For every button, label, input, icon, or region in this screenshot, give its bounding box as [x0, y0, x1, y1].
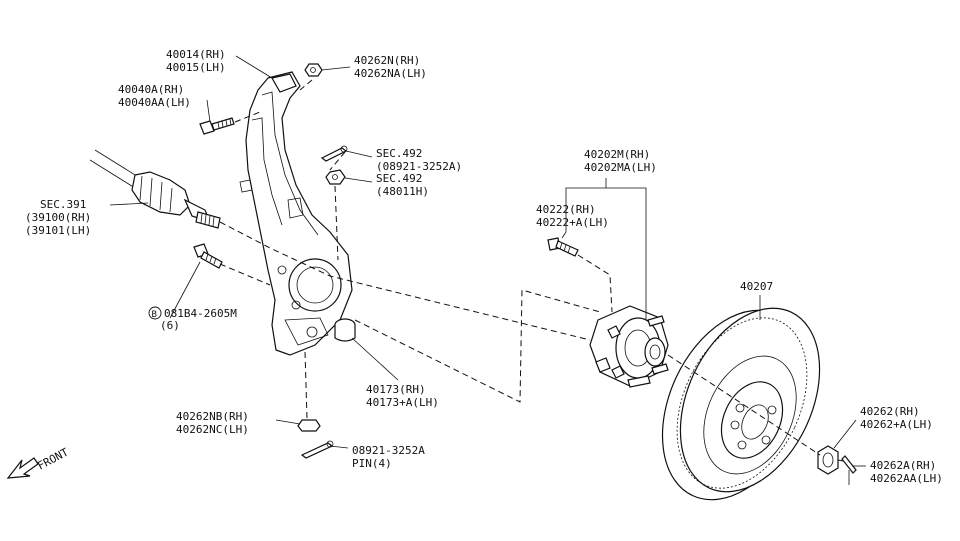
label-knuckle-rh: 40014(RH): [166, 48, 226, 61]
label-upper-bolt-rh: 40040A(RH): [118, 83, 184, 96]
label-axle-nut-b-rh: 40262A(RH): [870, 459, 936, 472]
axle-nut-cotter-pin: [841, 455, 857, 485]
label-hub-assy-lh: 40202MA(LH): [584, 161, 657, 174]
knuckle-bushing: [334, 318, 356, 342]
label-nut-sec492-part: (48011H): [376, 185, 429, 198]
label-lower-bolt: 081B4-2605M: [164, 307, 237, 320]
label-rotor: 40207: [740, 280, 773, 293]
label-cotter-sec492: SEC.492: [376, 147, 422, 160]
front-arrow-icon: [6, 457, 39, 479]
label-bushing-lh: 40173+A(LH): [366, 396, 439, 409]
upper-nut: [304, 63, 323, 77]
leader-lines: [109, 55, 866, 467]
label-axle-nut-rh: 40262(RH): [860, 405, 920, 418]
hub-bolt: [547, 237, 579, 257]
label-nut-sec492: SEC.492: [376, 172, 422, 185]
upper-pinch-bolt: [199, 117, 235, 135]
label-pin-part: 08921-3252A: [352, 444, 425, 457]
label-front: FRONT: [35, 445, 71, 472]
label-hub-bolt-rh: 40222(RH): [536, 203, 596, 216]
lower-bolt: [193, 243, 223, 269]
steering-knuckle: [239, 71, 353, 356]
label-driveshaft-lh: (39101(LH): [25, 224, 91, 237]
label-knuckle-lh: 40015(LH): [166, 61, 226, 74]
label-driveshaft-rh: (39100(RH): [25, 211, 91, 224]
cotter-pin-lower: [300, 440, 334, 459]
label-hub-bolt-lh: 40222+A(LH): [536, 216, 609, 229]
label-driveshaft-sec: SEC.391: [40, 198, 86, 211]
brake-rotor: [661, 307, 821, 501]
label-lower-nut-lh: 40262NC(LH): [176, 423, 249, 436]
label-axle-nut-lh: 40262+A(LH): [860, 418, 933, 431]
svg-text:B: B: [152, 310, 157, 320]
lower-ball-joint-nut: [297, 419, 321, 432]
label-pin-qty: PIN(4): [352, 457, 392, 470]
label-axle-nut-b-lh: 40262AA(LH): [870, 472, 943, 485]
hub-bearing-assembly: [589, 305, 669, 388]
label-bushing-rh: 40173(RH): [366, 383, 426, 396]
label-lower-bolt-qty: (6): [160, 319, 180, 332]
axle-nut: [817, 445, 839, 475]
label-upper-nut-rh: 40262N(RH): [354, 54, 420, 67]
label-hub-assy-rh: 40202M(RH): [584, 148, 650, 161]
bolt-marker: B: [148, 306, 162, 320]
assembly-guide-lines: [219, 79, 849, 463]
label-lower-nut-rh: 40262NB(RH): [176, 410, 249, 423]
driveshaft: [89, 149, 221, 229]
label-cotter-sec492-part: (08921-3252A): [376, 160, 462, 173]
label-upper-bolt-lh: 40040AA(LH): [118, 96, 191, 109]
label-upper-nut-lh: 40262NA(LH): [354, 67, 427, 80]
tie-rod-nut: [325, 169, 346, 185]
